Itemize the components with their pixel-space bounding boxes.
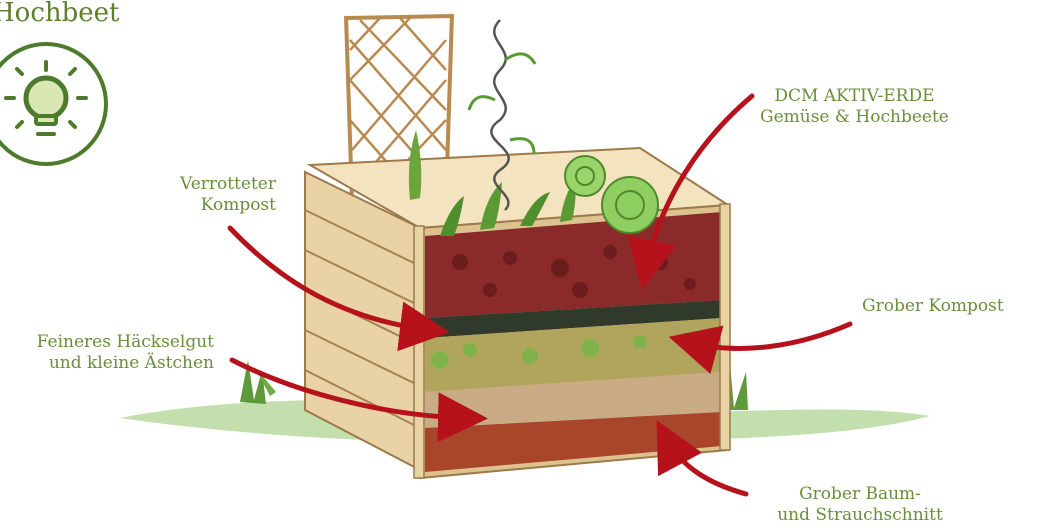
label-dcm-line2: Gemüse & Hochbeete	[760, 107, 949, 128]
label-verrotteter-kompost: Verrotteter Kompost	[130, 174, 276, 216]
label-dcm-line1: DCM AKTIV-ERDE	[760, 86, 949, 107]
label-baum-line1: Grober Baum-	[755, 484, 965, 505]
label-feineres-line1: Feineres Häckselgut	[4, 332, 214, 353]
label-verrotteter-line2: Kompost	[130, 195, 276, 216]
label-grober-baum-strauchschnitt: Grober Baum- und Strauchschnitt	[755, 484, 965, 526]
label-dcm-aktiv-erde: DCM AKTIV-ERDE Gemüse & Hochbeete	[760, 86, 949, 128]
label-grober-kompost: Grober Kompost	[862, 296, 1004, 317]
raised-bed-box	[305, 148, 730, 478]
label-baum-line2: und Strauchschnitt	[755, 505, 965, 526]
label-feineres-line2: und kleine Ästchen	[4, 353, 214, 374]
label-verrotteter-line1: Verrotteter	[130, 174, 276, 195]
label-feineres-haeckselgut: Feineres Häckselgut und kleine Ästchen	[4, 332, 214, 374]
lightbulb-icon	[0, 44, 106, 164]
page-title: Hochbeet	[0, 0, 120, 28]
